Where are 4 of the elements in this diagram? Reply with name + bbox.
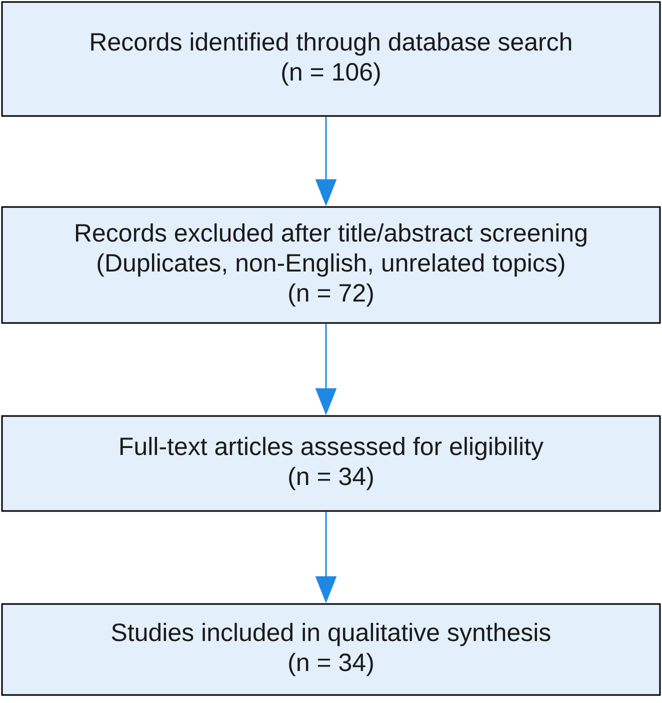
- process-box: Records identified through database search (n = 106): [1, 1, 661, 117]
- process-box: Full-text articles assessed for eligibility (n = 34): [1, 415, 661, 512]
- process-box: Studies included in qualitative synthesis (n = 34): [1, 603, 661, 696]
- process-box: Records excluded after title/abstract screening (Duplicates, non-English, unrelated topics) (n = 72): [1, 206, 661, 324]
